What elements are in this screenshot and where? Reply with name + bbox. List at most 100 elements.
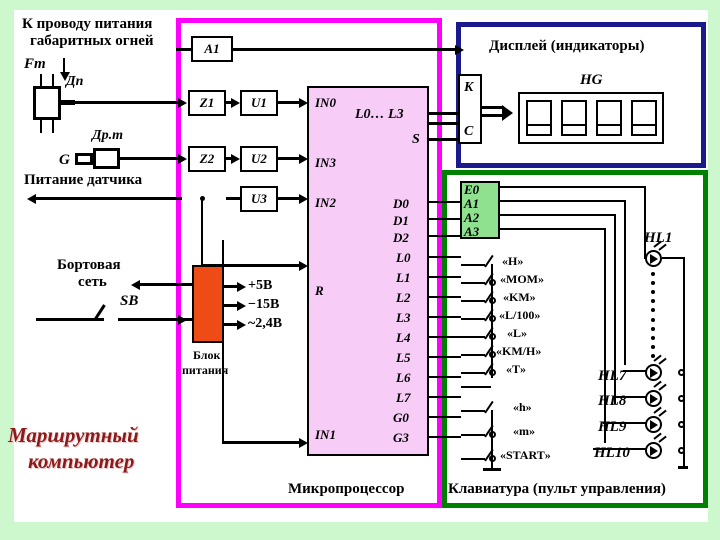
- wire-s-display: [429, 138, 461, 141]
- microprocessor-frame-label: Микропроцессор: [288, 481, 405, 497]
- stub-l1: [429, 276, 461, 278]
- driver-to-hg-wire-a: [482, 106, 504, 109]
- key-wire-1: [461, 264, 485, 266]
- lamp-hl1[interactable]: [645, 250, 662, 267]
- key-label-kmh[interactable]: «KM/H»: [496, 344, 542, 358]
- wire-a1-left-stub: [176, 48, 192, 51]
- key-wire-group1-bottom: [461, 386, 491, 388]
- key-label-start[interactable]: «START»: [500, 448, 551, 462]
- display-driver-block[interactable]: [458, 74, 482, 144]
- fuel-flow-arrow-shaft: [63, 58, 65, 74]
- fuel-flow-label: Fт: [24, 56, 46, 72]
- key-label-h[interactable]: «H»: [502, 254, 524, 268]
- wire-hl9-left: [603, 422, 646, 424]
- stub-l0: [429, 256, 461, 258]
- rail-a1-down: [624, 200, 626, 365]
- mpu-pin-d1: D1: [393, 213, 409, 228]
- mpu-pin-s: S: [412, 132, 420, 147]
- mpu-pin-l0: L0: [396, 250, 411, 265]
- key-ground-bar: [483, 468, 501, 471]
- lamp-hl10[interactable]: [645, 442, 662, 459]
- wire-z1-u1-arrow: [231, 98, 240, 108]
- wire-z2-u2-arrow: [231, 154, 240, 164]
- keyboard-chip-pin-e0: E0: [464, 182, 480, 197]
- keyboard-chip-pin-a1: A1: [464, 196, 480, 211]
- psu-out-24v-wire: [224, 323, 240, 326]
- psu-out-15v-wire: [224, 304, 240, 307]
- block-z2[interactable]: Z2: [188, 146, 226, 172]
- key-label-m[interactable]: «m»: [513, 424, 535, 438]
- key-label-km[interactable]: «KM»: [503, 290, 536, 304]
- speed-sensor-label: Др.т: [92, 128, 123, 143]
- mpu-pin-in2: IN2: [315, 195, 336, 210]
- fuel-sensor-lead-bot-a: [40, 120, 42, 133]
- key-label-t[interactable]: «T»: [506, 362, 527, 376]
- mpu-pin-r: R: [315, 283, 324, 298]
- mpu-pin-g0: G0: [393, 410, 409, 425]
- wire-hl7-left: [623, 370, 646, 372]
- block-u2[interactable]: U2: [240, 146, 278, 172]
- wire-hl8-left: [613, 396, 646, 398]
- wire-fuel-to-z1: [75, 101, 181, 104]
- stub-l4: [429, 336, 461, 338]
- wire-u3-mpu: [278, 197, 302, 200]
- key-wire-6: [461, 354, 485, 356]
- wire-hl10-left: [593, 448, 646, 450]
- block-z1[interactable]: Z1: [188, 90, 226, 116]
- lamp-hl9-node: [678, 421, 685, 428]
- key-label-mom[interactable]: «MOM»: [500, 272, 544, 286]
- lamp-label-hl7: HL7: [598, 368, 627, 384]
- psu-out-5v-wire: [224, 285, 240, 288]
- key-wire-3: [461, 300, 485, 302]
- psu-rail-vertical: [222, 240, 224, 266]
- fuel-sensor-lead-top-b: [52, 74, 54, 86]
- key-wire-7: [461, 372, 485, 374]
- mpu-pin-in3: IN3: [315, 155, 336, 170]
- mpu-pin-in0: IN0: [315, 95, 336, 110]
- stub-d0: [429, 201, 461, 203]
- power-supply-block[interactable]: [192, 265, 224, 343]
- wire-z1-u1: [226, 101, 234, 104]
- key-label-l100[interactable]: «L/100»: [499, 308, 541, 322]
- microprocessor-block[interactable]: [307, 86, 429, 456]
- hg-digit-4: [631, 100, 657, 136]
- lamp-label-hl1: HL1: [644, 230, 673, 246]
- hg-digit-3: [596, 100, 622, 136]
- key-bus-group1: [491, 264, 493, 378]
- key-wire-2: [461, 282, 485, 284]
- block-u3[interactable]: U3: [240, 186, 278, 212]
- psu-output-15v: −15В: [248, 297, 280, 312]
- wire-a1-to-display: [233, 48, 461, 51]
- keyboard-chip[interactable]: [460, 181, 500, 239]
- wire-a1-display-arrow: [455, 45, 464, 55]
- hg-digit-3-bar: [598, 124, 620, 126]
- key-label-h-small[interactable]: «h»: [513, 400, 532, 414]
- wire-u1-mpu: [278, 101, 302, 104]
- key-wire-8: [461, 410, 485, 412]
- lamp-common-rail: [683, 257, 685, 467]
- lamp-hl9[interactable]: [645, 416, 662, 433]
- lamp-hl8[interactable]: [645, 390, 662, 407]
- rail-a1: [500, 200, 625, 202]
- fuel-sensor-lead-bot-b: [52, 120, 54, 133]
- hg-digit-1: [526, 100, 552, 136]
- key-label-l[interactable]: «L»: [507, 326, 528, 340]
- hg-label: HG: [580, 72, 603, 88]
- driver-to-hg-arrow: [502, 105, 513, 121]
- wire-u3-mpu-arrow: [299, 194, 308, 204]
- hg-digit-2-bar: [563, 124, 585, 126]
- mpu-pin-l4: L4: [396, 330, 411, 345]
- rail-a2: [500, 214, 615, 216]
- mpu-pin-d0: D0: [393, 196, 409, 211]
- hg-digit-2: [561, 100, 587, 136]
- block-u1[interactable]: U1: [240, 90, 278, 116]
- fuel-sensor-tap: [61, 100, 75, 105]
- rail-e0: [500, 186, 645, 188]
- mpu-pin-l1: L1: [396, 270, 411, 285]
- mpu-pin-in1: IN1: [315, 427, 336, 442]
- mpu-pin-l0-l3: L0… L3: [355, 107, 404, 122]
- lamp-hl7[interactable]: [645, 364, 662, 381]
- lamp-hl8-node: [678, 395, 685, 402]
- block-a1[interactable]: A1: [191, 36, 233, 62]
- lamp-hl10-node: [678, 447, 685, 454]
